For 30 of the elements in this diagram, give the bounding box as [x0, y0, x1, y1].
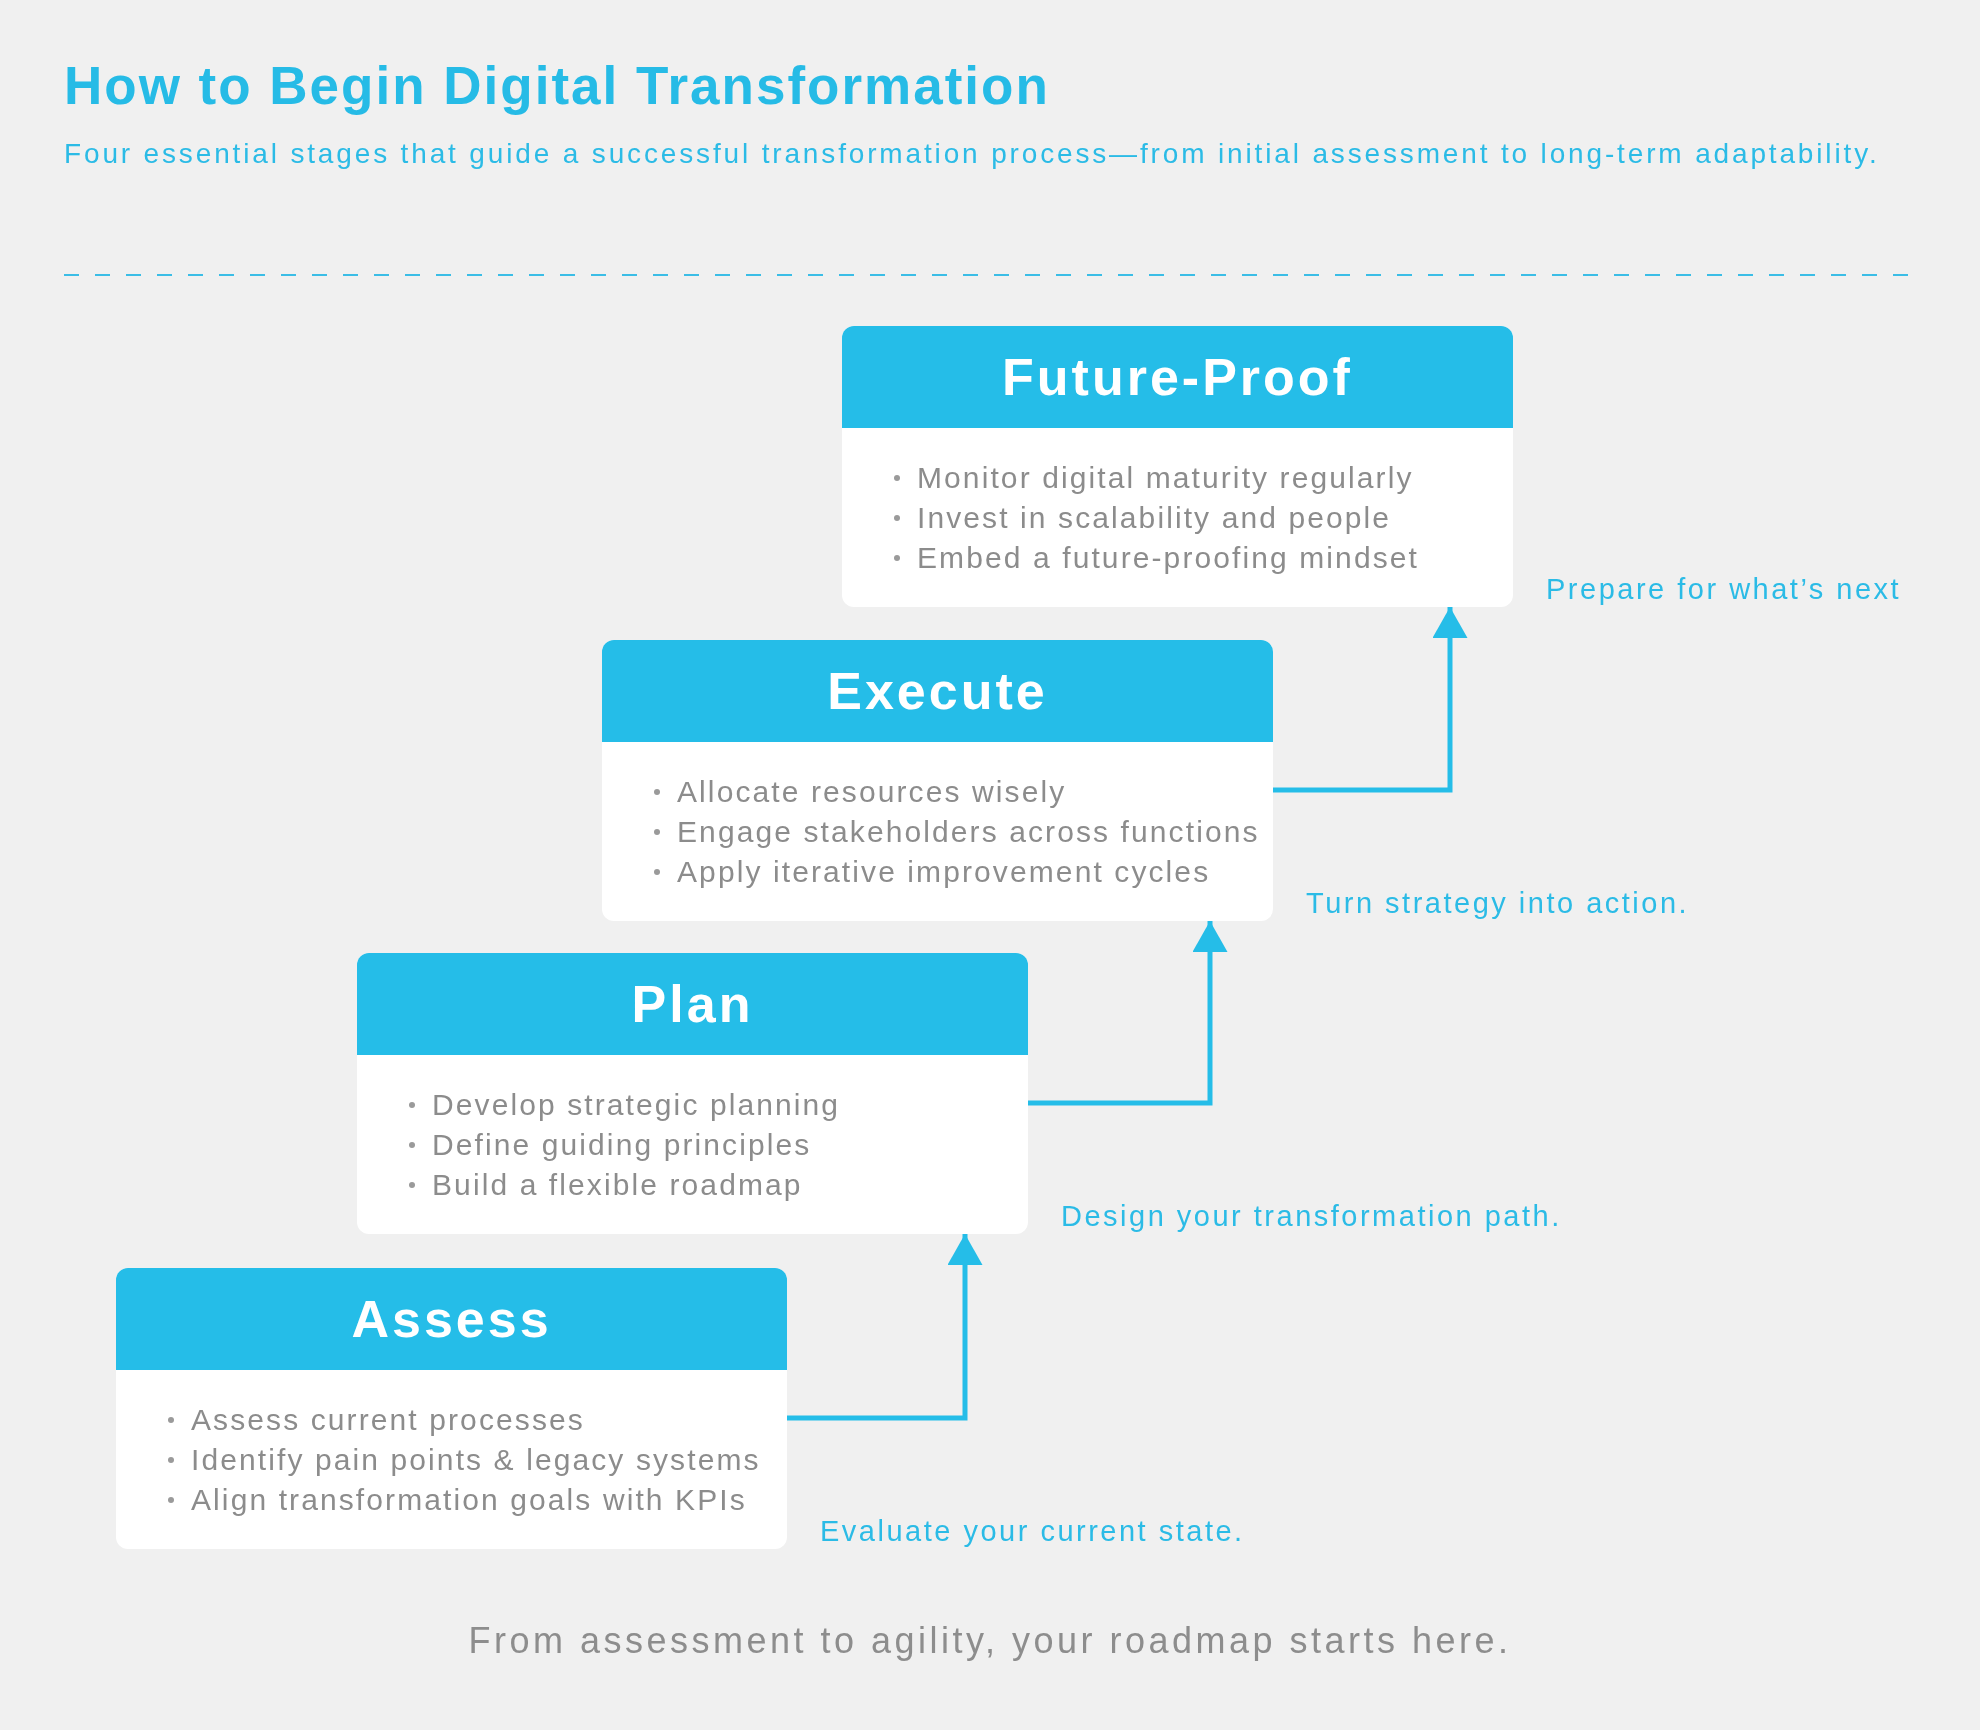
stage-caption: Prepare for what’s next — [1546, 572, 1902, 606]
stage-title: Future-Proof — [1002, 347, 1353, 408]
stage-title: Execute — [827, 661, 1048, 722]
bullet-text: Assess current processes — [191, 1402, 585, 1438]
bullet-text: Identify pain points & legacy systems — [191, 1442, 761, 1478]
bullet-text: Allocate resources wisely — [677, 774, 1067, 810]
bullet-text: Invest in scalability and people — [917, 500, 1392, 536]
bullet-text: Build a flexible roadmap — [432, 1167, 803, 1203]
title: How to Begin Digital Transformation — [64, 55, 1050, 117]
bullet-text: Engage stakeholders across functions — [677, 814, 1260, 850]
stage-card — [842, 326, 1513, 607]
arrow — [787, 1234, 983, 1421]
caption-text: From assessment to agility, your roadmap starts here. — [468, 1619, 1512, 1663]
stage-title: Plan — [631, 974, 754, 1035]
stage-caption: Evaluate your current state. — [820, 1514, 1245, 1548]
stage-title: Assess — [351, 1289, 552, 1350]
stage-card — [116, 1268, 787, 1549]
bullet-text: Align transformation goals with KPIs — [191, 1482, 747, 1518]
arrow — [1028, 921, 1228, 1106]
bullet-text: Develop strategic planning — [432, 1087, 841, 1123]
bullet-text: Monitor digital maturity regularly — [917, 460, 1414, 496]
bullet-text: Apply iterative improvement cycles — [677, 854, 1211, 890]
bullet-text: Define guiding principles — [432, 1127, 812, 1163]
stage-card — [357, 953, 1028, 1234]
bullet-text: Embed a future-proofing mindset — [917, 540, 1419, 576]
arrow — [1273, 607, 1468, 793]
stage-card — [602, 640, 1273, 921]
subtitle: Four essential stages that guide a successful transformation process—from initial assessment to long-term adaptability. — [64, 137, 1880, 171]
stage-caption: Design your transformation path. — [1061, 1199, 1562, 1233]
stage-caption: Turn strategy into action. — [1306, 886, 1690, 920]
